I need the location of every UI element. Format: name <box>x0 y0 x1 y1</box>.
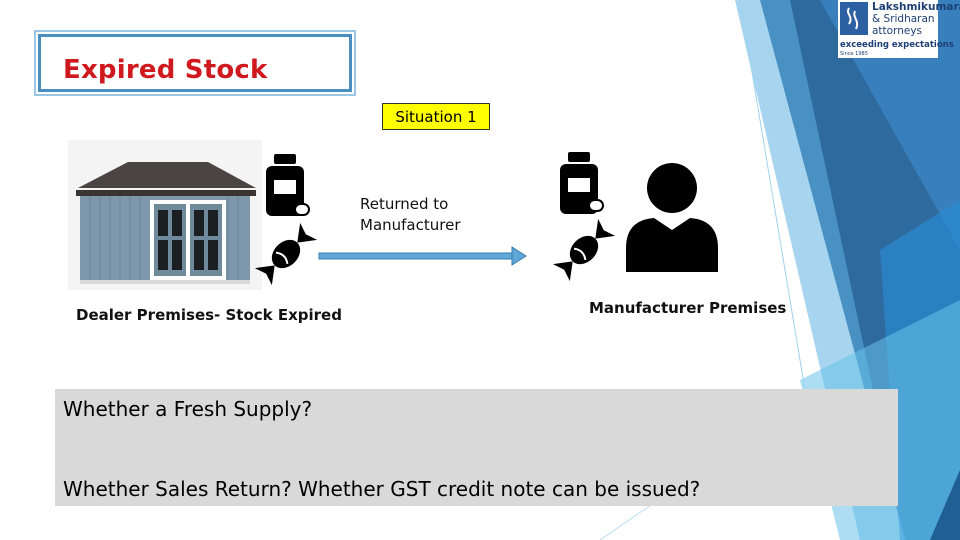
logo-name-line2: & Sridharan <box>872 13 935 25</box>
question-fresh-supply: Whether a Fresh Supply? <box>63 397 313 421</box>
questions-box: Whether a Fresh Supply? Whether Sales Re… <box>55 389 898 506</box>
situation-badge: Situation 1 <box>382 103 490 130</box>
storage-shed-image <box>68 140 262 290</box>
returned-line2: Manufacturer <box>360 216 461 234</box>
title-box: Expired Stock <box>34 30 356 96</box>
logo-name-line1: Lakshmikumaran <box>872 1 960 13</box>
firm-logo: Lakshmikumaran & Sridharan attorneys exc… <box>838 0 960 58</box>
candy-icon-2 <box>552 218 616 282</box>
capsule-icon <box>282 203 310 216</box>
right-arrow-icon <box>318 246 527 266</box>
dealer-premises-label: Dealer Premises- Stock Expired <box>76 306 342 324</box>
candy-icon <box>254 222 318 286</box>
logo-tagline: exceeding expectations <box>840 40 954 50</box>
slide-title: Expired Stock <box>63 55 268 85</box>
question-sales-return: Whether Sales Return? Whether GST credit… <box>63 477 701 501</box>
logo-name-line3: attorneys <box>872 25 923 37</box>
capsule-icon-2 <box>576 199 604 212</box>
person-icon <box>626 163 718 272</box>
logo-mark-icon <box>840 2 868 35</box>
returned-caption: Returned to Manufacturer <box>360 194 461 236</box>
manufacturer-premises-label: Manufacturer Premises <box>589 299 787 317</box>
logo-since: Since 1985 <box>840 51 868 57</box>
returned-line1: Returned to <box>360 195 449 213</box>
